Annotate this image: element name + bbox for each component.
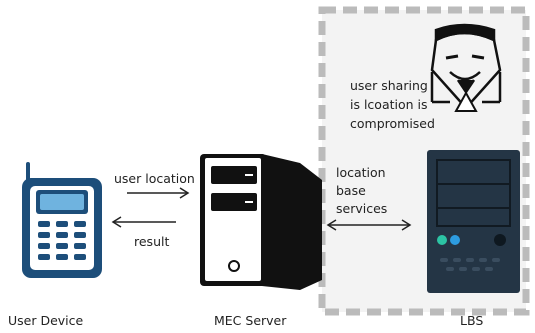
user-device-caption: User Device bbox=[8, 313, 84, 328]
mec-server-caption: MEC Server bbox=[214, 313, 287, 328]
lbs-services-line: services bbox=[336, 201, 388, 216]
result-label: result bbox=[134, 234, 170, 249]
lbs-services-line: location bbox=[336, 165, 386, 180]
lbs-service-arrow bbox=[326, 219, 412, 231]
warning-line: user sharing bbox=[350, 78, 428, 93]
request-arrow bbox=[127, 187, 190, 199]
warning-line: is lcoation is bbox=[350, 97, 428, 112]
mobile-phone-icon bbox=[22, 162, 102, 278]
warning-triangle-icon bbox=[454, 90, 478, 112]
user-location-label: user location bbox=[114, 171, 195, 186]
lbs-services-line: base bbox=[336, 183, 366, 198]
response-arrow bbox=[111, 216, 176, 228]
lbs-services-label: location base services bbox=[336, 164, 387, 218]
server-rack-icon bbox=[427, 150, 520, 293]
server-tower-icon bbox=[200, 154, 322, 290]
privacy-warning-label: user sharing is lcoation is compromised bbox=[350, 76, 450, 133]
warning-line: compromised bbox=[350, 116, 435, 131]
lbs-caption: LBS bbox=[460, 313, 484, 328]
anonymous-mask-icon bbox=[430, 23, 502, 110]
